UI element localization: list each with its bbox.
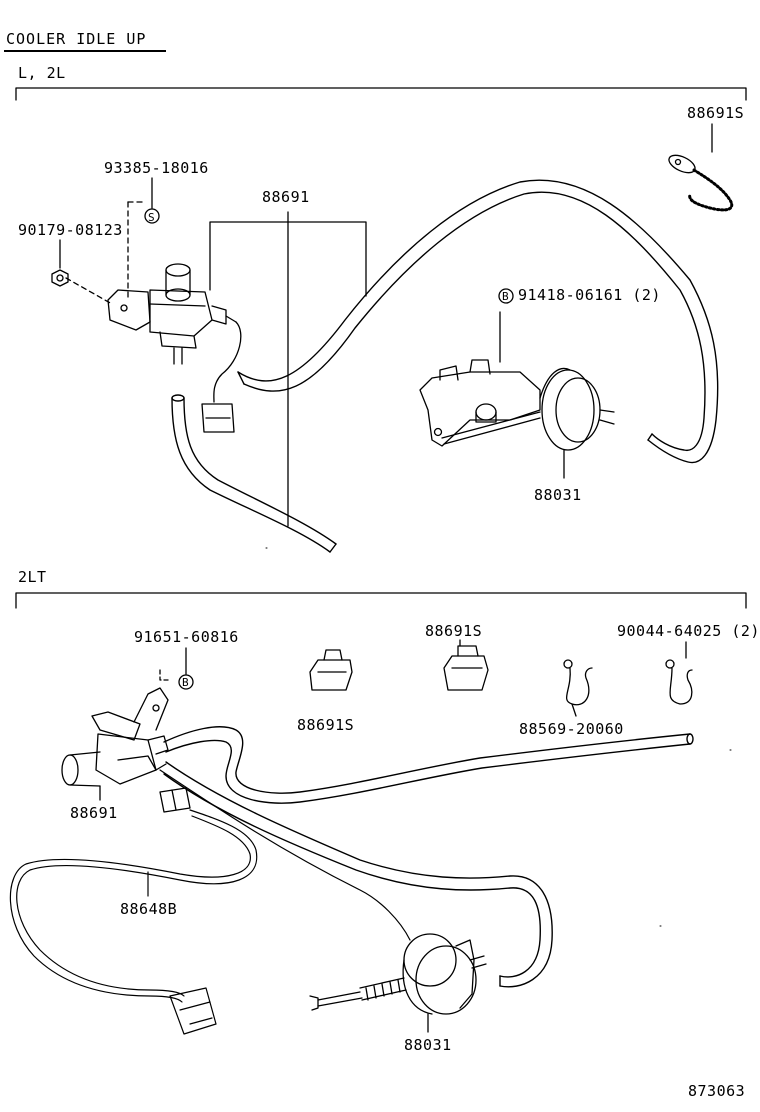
section-label-l-2l: L, 2L [18,64,66,82]
part-label-88031-upper: 88031 [534,486,582,504]
lower-hose-a [163,726,694,804]
clip-88691s-left [309,649,353,691]
part-label-93385-18016: 93385-18016 [104,159,209,177]
part-label-88031-lower: 88031 [404,1036,452,1054]
part-label-88691s-clip-left: 88691S [297,716,355,734]
lower-hose-b [163,761,553,988]
leader-88691-upper [209,211,367,527]
part-label-88691-upper: 88691 [262,188,310,206]
part-label-88691s-clip-right: 88691S [425,622,483,640]
part-label-91418-06161: 91418-06161 (2) [518,286,661,304]
part-label-88648b: 88648B [120,900,178,918]
part-label-88691s-chain: 88691S [687,104,745,122]
diagram-title: COOLER IDLE UP [6,30,147,48]
svg-text:S: S [148,211,155,224]
section-label-2lt: 2LT [18,568,47,586]
catalog-number: 873063 [688,1082,746,1100]
section-bracket-lower [15,592,747,609]
clip-88691s-right [443,639,489,691]
part-label-90179-08123: 90179-08123 [18,221,123,239]
upper-short-hose [171,394,337,553]
part-label-88691-lower: 88691 [70,804,118,822]
chain-88691s [668,123,734,212]
upper-long-hose [237,179,719,464]
lower-hose-c [159,769,411,941]
svg-text:B: B [182,676,189,689]
s-marker-93385: S [144,177,160,224]
title-underline [4,50,166,52]
section-bracket-upper [15,87,747,101]
b-marker-91651: B [159,647,194,690]
scan-specks [265,547,732,927]
svg-text:B: B [502,290,509,303]
clamp-88569 [563,659,593,717]
part-label-91651-60816: 91651-60816 [134,628,239,646]
actuator-88031-upper [419,359,615,479]
clamp-90044 [665,641,693,705]
b-marker-91418: B [498,288,514,363]
nut-90179 [51,239,69,287]
wire-harness-88648b [9,809,258,1035]
vsv-valve-lower [61,687,191,813]
actuator-88031-lower [309,933,487,1033]
part-label-88569-20060: 88569-20060 [519,720,624,738]
part-label-90044-64025: 90044-64025 (2) [617,622,760,640]
vsv-valve-upper [65,201,242,433]
